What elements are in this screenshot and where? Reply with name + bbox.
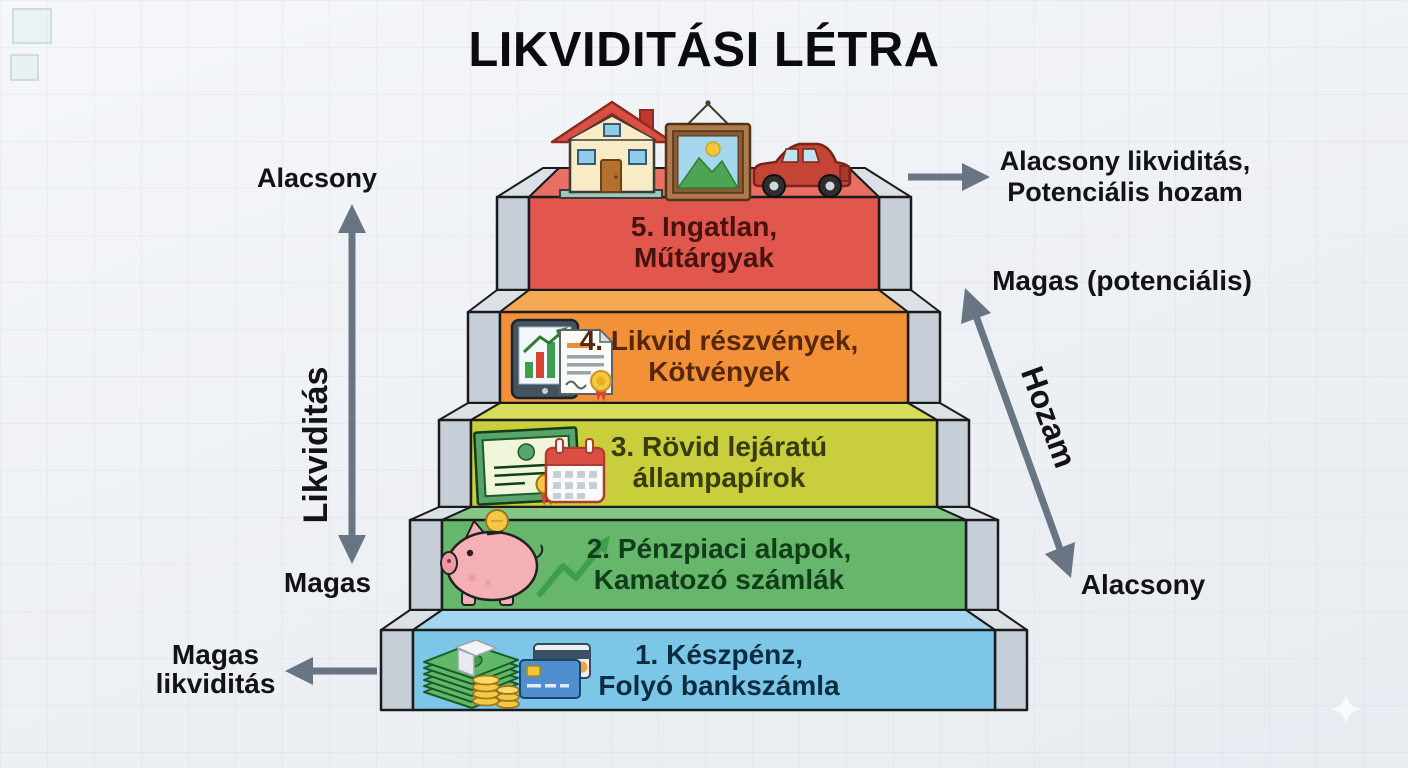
yield-low-label: Alacsony [1080,569,1206,600]
step-3-label-line2: állampapírok [632,462,806,494]
liquidity-axis-arrow [338,204,366,564]
step-2-top-face [441,506,967,521]
step-5-label-line1: 5. Ingatlan, [630,211,778,242]
decor-square [12,8,52,44]
step-1-top-face [412,609,996,631]
step-3-right-rail [935,418,971,509]
step-3-left-rail [437,418,473,509]
vintage-car-icon [752,142,852,198]
step-3-label: 3. Rövid lejáratú állampapírok [539,431,899,493]
high-liquidity-callout-line2: likviditás [155,668,276,700]
low-liquidity-callout-line1: Alacsony likviditás, [999,146,1251,176]
low-liquidity-callout-line2: Potenciális hozam [1007,176,1243,207]
high-liquidity-callout: Magas likviditás [128,640,303,698]
credit-cards-icon [519,643,591,699]
step-4-left-rail [466,310,502,405]
step-1-label-line2: Folyó bankszámla [598,670,840,702]
step-2-label-line2: Kamatozó számlák [593,564,845,596]
step-4-label-line2: Kötvények [648,356,790,388]
step-2-right-rail [964,518,1000,612]
high-liquidity-arrow [285,657,377,685]
certificate-document-icon [559,328,614,402]
step-4-right-rail [906,310,942,405]
step-1-label: 1. Készpénz, Folyó bankszámla [539,639,899,701]
growth-arrow-icon [537,536,610,597]
step-3-top [438,402,970,421]
step-1-top [380,609,1028,631]
step-2-label-line1: 2. Pénzpiaci alapok, [586,533,852,564]
step-3-label-line1: 3. Rövid lejáratú [610,431,828,462]
house-icon [550,100,674,199]
liquidity-axis-label: Likviditás [297,366,335,524]
cash-stack-icon [423,639,520,709]
step-2-left-rail [408,518,444,612]
step-3-top-face [470,402,938,421]
yield-high-label: Magas (potenciális) [992,265,1252,296]
step-1-label-line1: 1. Készpénz, [634,639,804,670]
step-5-right-rail [877,195,913,292]
piggy-bank-icon [440,509,544,606]
step-5 [495,195,913,292]
liquidity-high-label: Magas [283,567,372,598]
liquidity-low-label: Alacsony [256,163,378,193]
step-2-label: 2. Pénzpiaci alapok, Kamatozó számlák [539,533,899,595]
page-title: LIKVIDITÁSI LÉTRA [468,23,940,77]
step-1-left-rail [379,628,415,712]
step-4-top-face [499,289,909,313]
low-liquidity-callout: Alacsony likviditás, Potenciális hozam [975,146,1275,207]
high-liquidity-callout-line1: Magas [171,639,260,670]
step-1-right-rail [993,628,1029,712]
low-liquidity-arrow [908,163,990,191]
painting-icon [664,100,752,202]
step-4-label-line1: 4. Likvid részvények, [579,325,859,356]
step-5-label-line2: Műtárgyak [633,242,775,274]
calendar-icon [544,438,606,504]
step-4-top [467,289,941,313]
yield-axis-arrow [961,288,1075,578]
step-5-label: 5. Ingatlan, Műtárgyak [524,211,884,273]
step-5-front [527,195,881,292]
step-4-label: 4. Likvid részvények, Kötvények [539,325,899,387]
sparkle-icon [1331,694,1361,724]
decor-square [10,54,39,81]
